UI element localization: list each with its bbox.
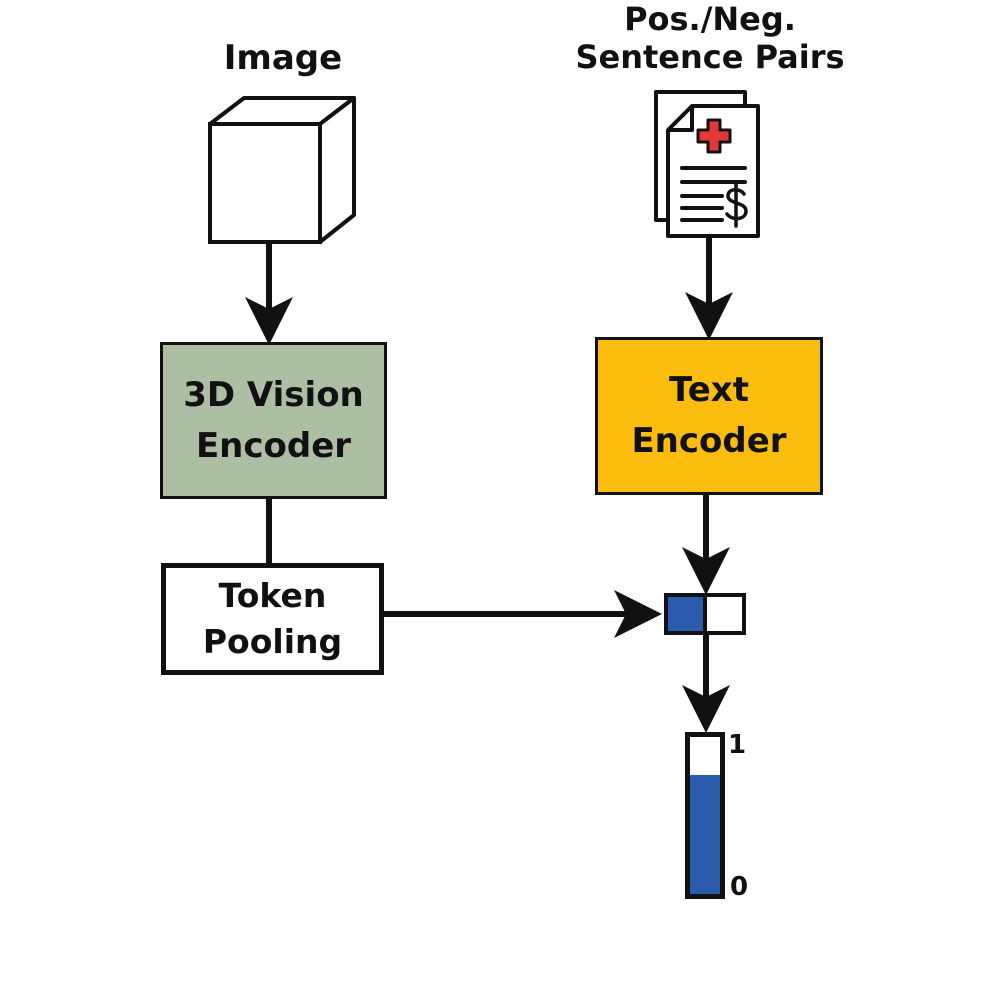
- vision-encoder-line1: 3D Vision: [183, 374, 364, 415]
- text-encoder-block: Text Encoder: [595, 337, 823, 495]
- medical-document-icon: [654, 90, 760, 238]
- sentence-pairs-label: Pos./Neg. Sentence Pairs: [540, 0, 880, 77]
- sentence-pairs-label-line2: Sentence Pairs: [575, 38, 845, 77]
- embedding-image-cell: [668, 597, 707, 631]
- score-gauge: [685, 732, 725, 899]
- gauge-max-label: 1: [728, 730, 747, 760]
- token-pooling-line2: Pooling: [202, 622, 343, 661]
- embedding-pair: [664, 593, 746, 635]
- score-gauge-fill: [690, 774, 720, 894]
- gauge-min-label: 0: [730, 872, 749, 902]
- vision-encoder-block: 3D Vision Encoder: [160, 342, 387, 499]
- text-encoder-line2: Encoder: [631, 421, 787, 461]
- token-pooling-block: Token Pooling: [161, 563, 384, 675]
- vision-encoder-line2: Encoder: [195, 425, 352, 466]
- image-input-label: Image: [223, 38, 343, 78]
- text-encoder-line1: Text: [669, 370, 749, 410]
- cube-icon: [208, 96, 356, 244]
- sentence-pairs-label-line1: Pos./Neg.: [624, 0, 796, 38]
- token-pooling-line1: Token: [218, 575, 327, 615]
- embedding-text-cell: [707, 597, 742, 631]
